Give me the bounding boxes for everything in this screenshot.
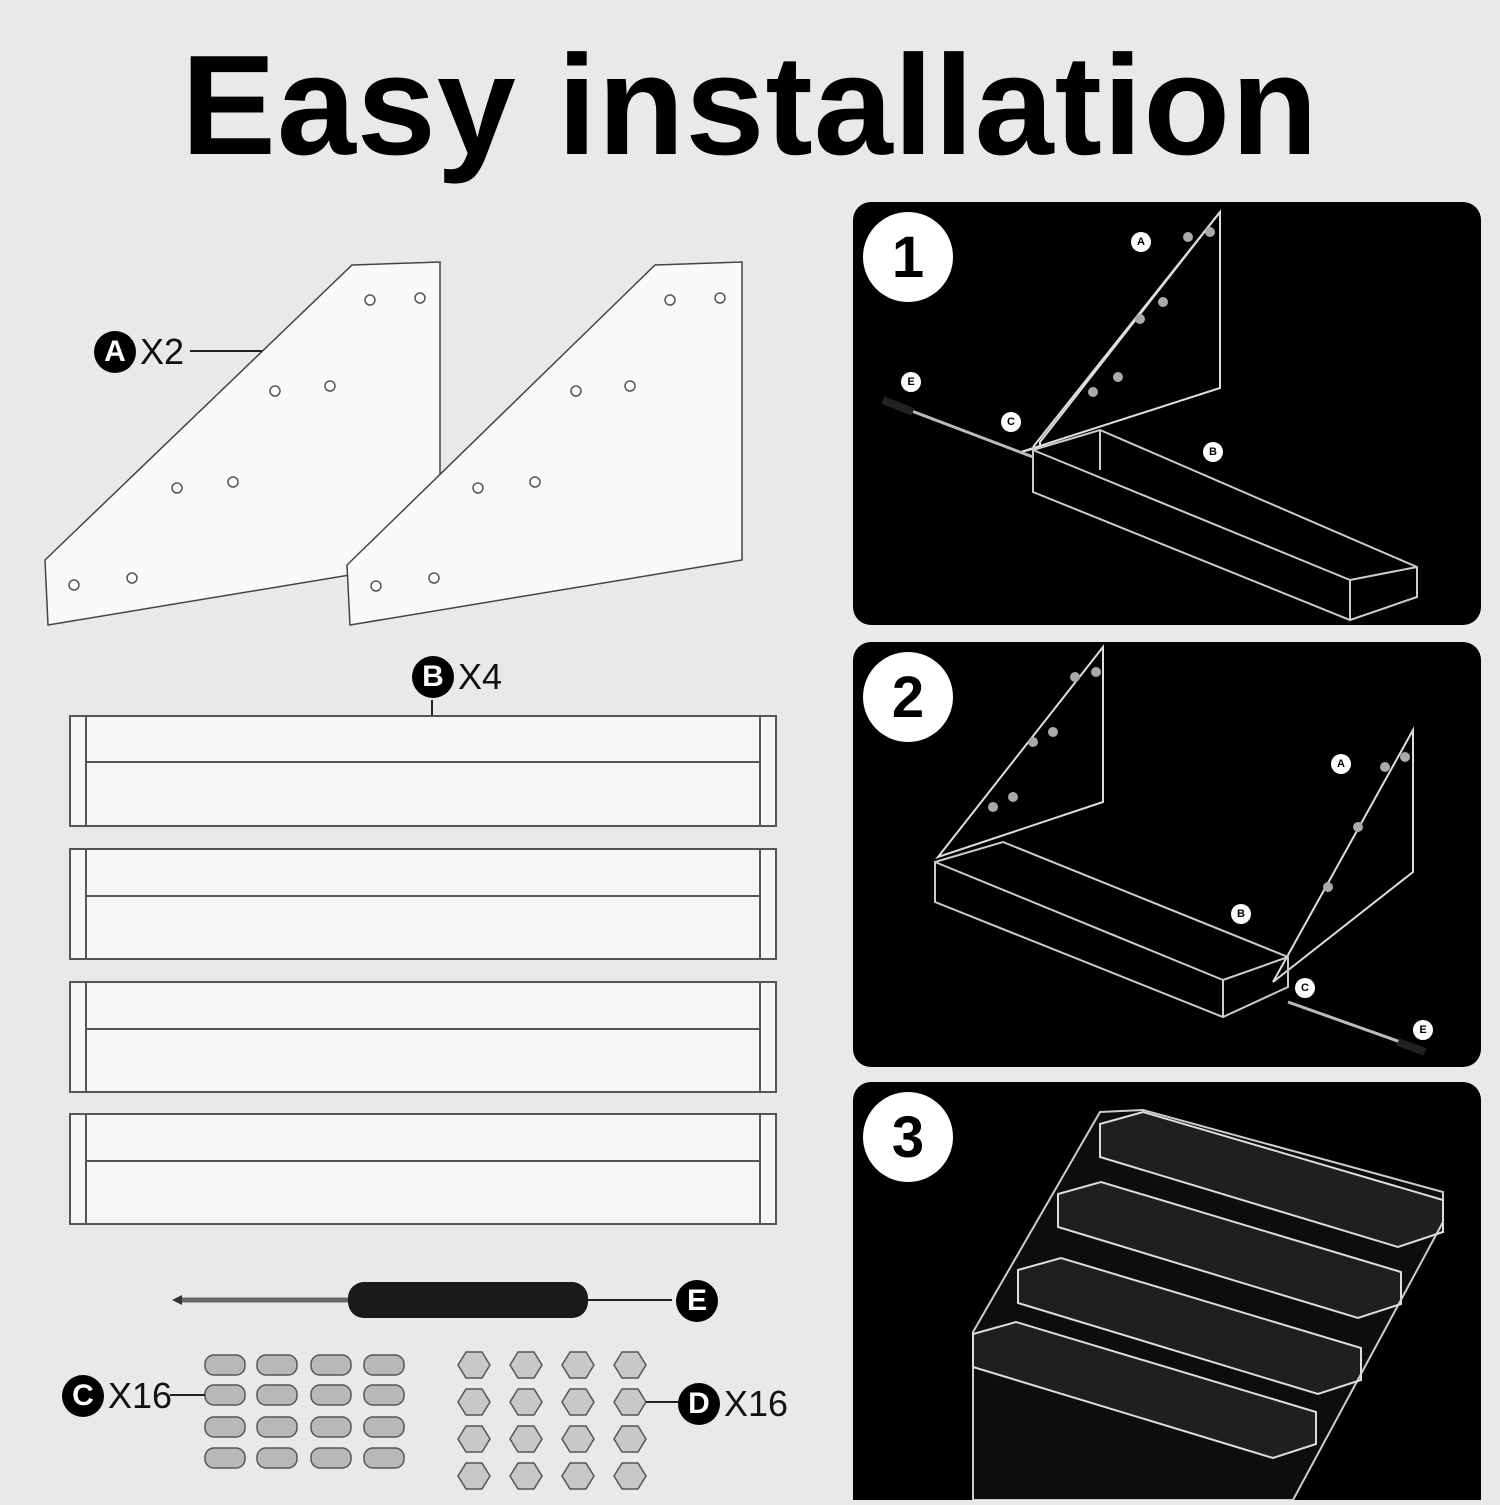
step-1-number: 1 — [863, 212, 953, 302]
page-title: Easy installation — [181, 26, 1319, 185]
screws-c — [204, 1354, 405, 1469]
shelf-b-4 — [69, 1113, 777, 1225]
shelf-b-3 — [69, 981, 777, 1093]
step-1-label-a: A — [1131, 232, 1151, 252]
step-3-number: 3 — [863, 1092, 953, 1182]
shelf-b-2 — [69, 848, 777, 960]
parts-list: A X2 B X4 C X16 D X16 E — [44, 261, 788, 1490]
screwdriver-icon — [172, 1282, 672, 1318]
part-e-badge: E — [676, 1280, 718, 1322]
step-2-number: 2 — [863, 652, 953, 742]
part-a-qty: X2 — [140, 331, 185, 372]
part-d-badge: D — [678, 1383, 720, 1425]
step-1-label-c: C — [1001, 412, 1021, 432]
part-c-qty: X16 — [108, 1375, 173, 1416]
step-1-label-b: B — [1203, 442, 1223, 462]
step-2-panel: 2 A B C E — [853, 642, 1481, 1067]
label-part-d: D X16 — [678, 1383, 788, 1425]
shelf-b-1 — [69, 715, 777, 827]
step-2-drawing — [934, 644, 1427, 1056]
step-2-label-a: A — [1331, 754, 1351, 774]
panel-holes — [68, 292, 726, 592]
parts-drawing — [44, 261, 777, 1490]
side-panel-a-2 — [346, 261, 743, 626]
step-2-label-b: B — [1231, 904, 1251, 924]
step-1-panel: 1 A E C B — [853, 202, 1481, 625]
label-part-e: E — [676, 1280, 722, 1322]
label-part-b: B X4 — [412, 656, 502, 698]
step-3-shelves — [972, 1110, 1444, 1460]
step-1-drawing — [881, 209, 1418, 622]
step-3-panel: 3 — [853, 1082, 1481, 1500]
label-part-c: C X16 — [62, 1375, 172, 1417]
part-b-badge: B — [412, 656, 454, 698]
label-part-a: A X2 — [94, 331, 184, 373]
part-b-qty: X4 — [458, 656, 503, 697]
step-1-label-e: E — [901, 372, 921, 392]
part-a-badge: A — [94, 331, 136, 373]
side-panel-a-1 — [44, 261, 441, 626]
nuts-d — [457, 1351, 647, 1490]
step-2-label-e: E — [1413, 1020, 1433, 1040]
part-c-badge: C — [62, 1375, 104, 1417]
step-2-label-c: C — [1295, 978, 1315, 998]
step-3-drawing — [972, 1108, 1444, 1500]
part-d-qty: X16 — [724, 1383, 789, 1424]
